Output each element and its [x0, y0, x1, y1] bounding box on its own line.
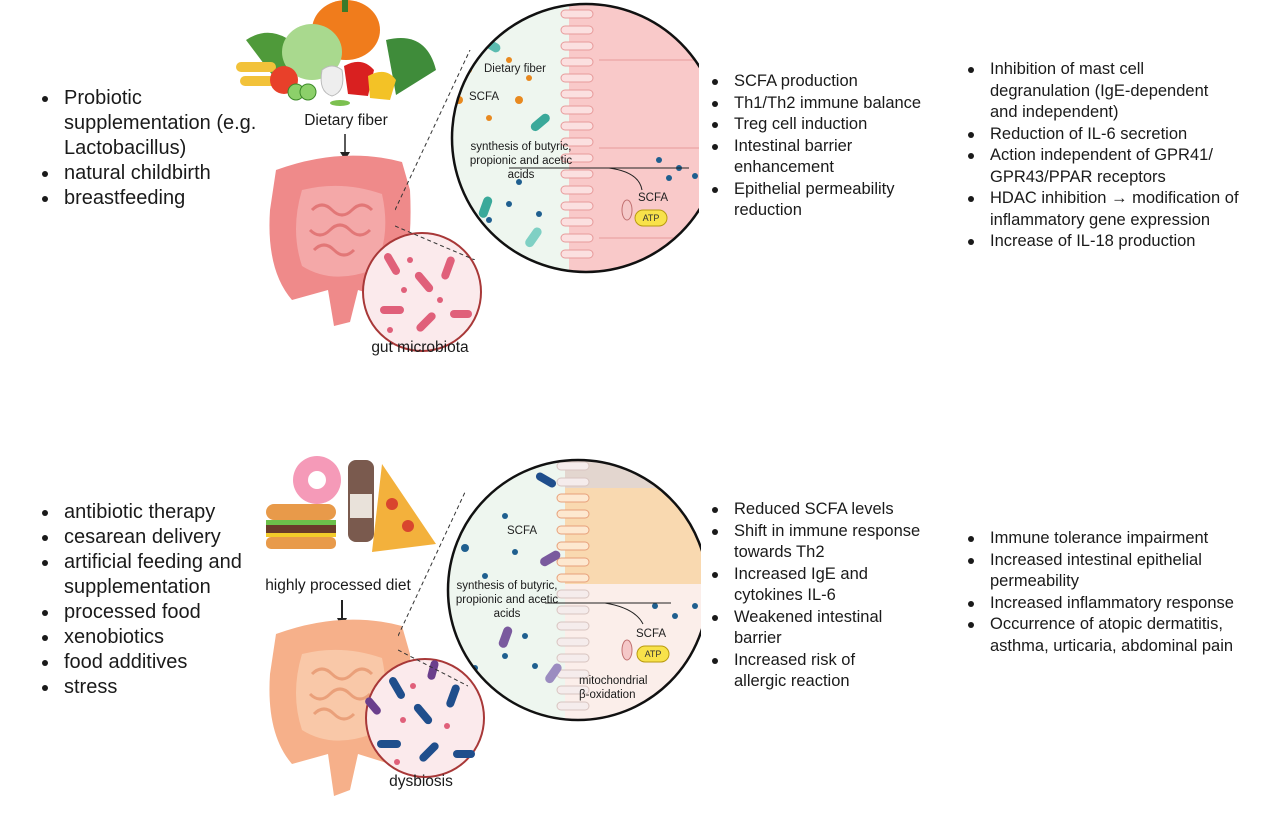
- list-item: Treg cell induction: [706, 114, 956, 136]
- list-item: Weakened intestinal barrier: [706, 607, 914, 650]
- processed-diet-label: highly processed diet: [265, 577, 411, 594]
- list-item: Increased IgE and cytokines IL-6: [706, 564, 904, 607]
- atp-label: ATP: [643, 213, 660, 223]
- zoom-connector: [398, 490, 468, 687]
- list-item: Increased inflammatory response: [962, 593, 1272, 615]
- list-item: Epithelial permeability reduction: [706, 179, 944, 222]
- list-item: Probiotic supplementation (e.g. Lactobac…: [36, 86, 266, 161]
- top-effects-list: SCFA production Th1/Th2 immune balance T…: [706, 71, 956, 222]
- top-mechanisms-list: Inhibition of mast cell degranulation (I…: [962, 59, 1239, 253]
- atp-label: ATP: [645, 649, 662, 659]
- bottom-factors-list: antibiotic therapy cesarean delivery art…: [36, 500, 276, 700]
- top-intestinal-zoom: ATP Dietary fiber SCFA SCFA: [450, 2, 699, 274]
- dietary-fiber-zoom-label: Dietary fiber: [484, 63, 546, 75]
- scfa-lumen-label: SCFA: [507, 525, 537, 537]
- scfa-lumen-label: SCFA: [469, 91, 499, 103]
- list-item: food additives: [36, 650, 276, 675]
- list-item: Increase of IL-18 production: [962, 231, 1232, 253]
- list-item: Th1/Th2 immune balance: [706, 93, 956, 115]
- gut-microbiota-label: gut microbiota: [371, 339, 469, 356]
- vegetables-icon: [236, 0, 436, 106]
- scfa-cell-label: SCFA: [636, 628, 666, 640]
- mitochondrial-label: mitochondrial β-oxidation: [579, 675, 648, 701]
- list-item: Immune tolerance impairment: [962, 528, 1272, 550]
- list-item: cesarean delivery: [36, 525, 276, 550]
- list-item: Increased intestinal epithelial permeabi…: [962, 550, 1240, 593]
- synthesis-label-top: synthesis of butyric, propionic and acet…: [469, 141, 573, 181]
- bottom-outcomes-list: Immune tolerance impairment Increased in…: [962, 528, 1272, 657]
- list-item: breastfeeding: [36, 186, 266, 211]
- list-item: Shift in immune response towards Th2: [706, 521, 934, 564]
- list-item: antibiotic therapy: [36, 500, 276, 525]
- zoom-connector: [395, 50, 475, 260]
- list-item: natural childbirth: [36, 161, 266, 186]
- intestine-icon: [269, 619, 411, 796]
- dietary-fiber-label: Dietary fiber: [304, 112, 388, 129]
- bottom-intestinal-zoom: ATP SCFA SCFA: [446, 458, 701, 722]
- list-item: Increased risk of allergic reaction: [706, 650, 894, 693]
- list-item: Occurrence of atopic dermatitis, asthma,…: [962, 614, 1277, 657]
- synthesis-label-bottom: synthesis of butyric, propionic and acet…: [455, 580, 559, 620]
- list-item: Inhibition of mast cell degranulation (I…: [962, 59, 1220, 124]
- scfa-cell-label: SCFA: [638, 192, 668, 204]
- list-item: processed food: [36, 600, 276, 625]
- bottom-effects-list: Reduced SCFA levels Shift in immune resp…: [706, 499, 926, 693]
- list-item: Intestinal barrier enhancement: [706, 136, 894, 179]
- list-item: artificial feeding and supplementation: [36, 550, 264, 600]
- list-item: Reduced SCFA levels: [706, 499, 926, 521]
- dysbiosis-label: dysbiosis: [389, 773, 453, 790]
- list-item: SCFA production: [706, 71, 956, 93]
- list-item: HDAC inhibition → modification of inflam…: [962, 188, 1240, 231]
- list-item: Reduction of IL-6 secretion: [962, 124, 1232, 146]
- list-item: stress: [36, 675, 276, 700]
- dysbiosis-circle: [365, 658, 485, 778]
- gut-microbiota-circle: [362, 232, 482, 352]
- list-item: Action independent of GPR41/ GPR43/PPAR …: [962, 145, 1220, 188]
- list-item: xenobiotics: [36, 625, 276, 650]
- top-factors-list: Probiotic supplementation (e.g. Lactobac…: [36, 86, 266, 211]
- processed-food-icon: [266, 456, 436, 552]
